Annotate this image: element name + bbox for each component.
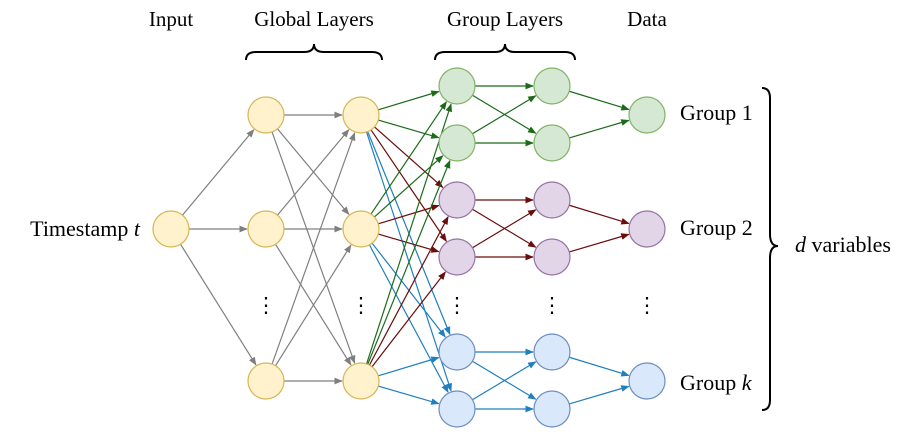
- ellipsis-group-1: ⋮: [447, 293, 468, 317]
- group-layer1-node-1: [438, 124, 476, 162]
- edge-global2-group1-1-0: [370, 101, 447, 215]
- edge-global1-global2-2-1: [275, 244, 352, 367]
- group-layer1-node-4: [438, 333, 476, 371]
- group-k-label: Group k: [680, 370, 753, 395]
- edge-global1-global2-1-0: [277, 128, 350, 216]
- group-1-label-text: Group 1: [680, 100, 753, 125]
- group-layer2-node-5: [533, 390, 571, 428]
- edge-group2-data-1-0: [569, 204, 630, 225]
- edge-global2-group1-2-0: [365, 103, 452, 365]
- header-global-layers: Global Layers: [254, 7, 374, 31]
- ellipsis-group-2: ⋮: [542, 293, 563, 317]
- global-layers-brace: [245, 43, 383, 61]
- global-layer1-node-0: [247, 96, 285, 134]
- group-layer1-node-2: [438, 181, 476, 219]
- edge-global2-group1-2-1: [367, 159, 451, 365]
- group-layers-brace: [434, 43, 576, 61]
- edge-global2-group1-1-3: [378, 233, 440, 253]
- edge-input-global1-0: [182, 128, 255, 216]
- group-k-label-text: Group: [680, 370, 742, 395]
- nodes-layer: [152, 67, 666, 428]
- edge-group1-group2-0-1-0: [472, 95, 537, 135]
- global-layer1-node-1: [247, 210, 285, 248]
- global-layer2-node-1: [342, 210, 380, 248]
- ellipsis-data: ⋮: [637, 293, 658, 317]
- group-layer2-node-2: [533, 181, 571, 219]
- edge-global2-group1-2-2: [368, 216, 449, 366]
- edge-global1-global2-2-0: [271, 132, 356, 365]
- ellipsis-global-1: ⋮: [256, 293, 277, 317]
- edge-global2-group1-2-4: [378, 356, 440, 377]
- edge-input-global1-2: [180, 243, 257, 366]
- header-data: Data: [627, 7, 667, 31]
- edge-group2-data-0-1: [569, 119, 630, 139]
- group-layer2-node-3: [533, 238, 571, 276]
- edge-group2-data-2-1: [569, 385, 630, 405]
- data-node-2: [628, 362, 666, 400]
- ellipsis-global-2: ⋮: [351, 293, 372, 317]
- edge-group2-data-2-0: [569, 356, 630, 377]
- header-input: Input: [149, 7, 193, 31]
- variables-brace: [761, 87, 779, 411]
- global-layer1-node-2: [247, 362, 285, 400]
- variables-label-var: d: [795, 232, 807, 257]
- header-group-layers: Group Layers: [447, 7, 563, 31]
- input-label: Timestamp t: [30, 216, 141, 241]
- group-2-label: Group 2: [680, 215, 753, 240]
- edge-group1-group2-1-1-0: [472, 209, 537, 249]
- group-k-label-var: k: [742, 370, 753, 395]
- input-node: [152, 210, 190, 248]
- edge-global2-group1-2-5: [378, 385, 440, 405]
- group-layer1-node-5: [438, 390, 476, 428]
- global-layer2-node-2: [342, 362, 380, 400]
- variables-label: d variables: [795, 232, 891, 257]
- group-2-label-text: Group 2: [680, 215, 753, 240]
- group-layer2-node-4: [533, 333, 571, 371]
- input-label-var: t: [134, 216, 141, 241]
- edges-layer: [180, 82, 630, 413]
- data-node-1: [628, 210, 666, 248]
- edge-global2-group1-0-0: [378, 90, 440, 111]
- group-layer2-node-0: [533, 67, 571, 105]
- group-1-label: Group 1: [680, 100, 753, 125]
- edge-global2-group1-0-1: [378, 119, 440, 139]
- edge-global2-group1-1-2: [378, 204, 440, 225]
- data-node-0: [628, 96, 666, 134]
- edge-group2-data-1-1: [569, 233, 630, 253]
- edge-global2-group1-2-3: [371, 271, 446, 368]
- group-layer1-node-0: [438, 67, 476, 105]
- input-label-text: Timestamp: [30, 216, 134, 241]
- edge-group2-data-0-0: [569, 90, 630, 111]
- edge-group1-group2-2-1-0: [472, 361, 537, 401]
- group-layer1-node-3: [438, 238, 476, 276]
- global-layer2-node-0: [342, 96, 380, 134]
- group-layer2-node-1: [533, 124, 571, 162]
- variables-label-text: variables: [806, 232, 891, 257]
